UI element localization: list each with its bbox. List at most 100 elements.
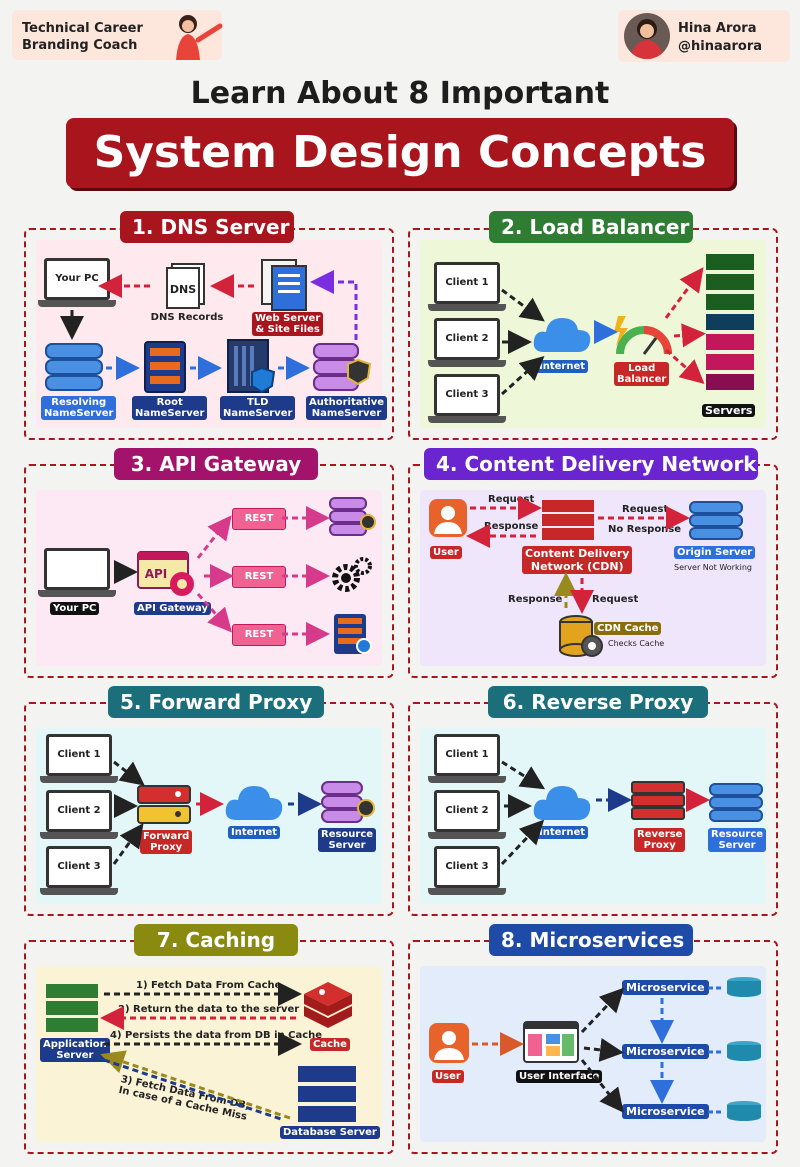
page-title: System Design Concepts <box>66 118 734 188</box>
authoritative-line2: NameServer <box>311 408 382 419</box>
rp-client3-label: Client 3 <box>434 846 500 888</box>
coach-line2: Branding Coach <box>22 38 138 53</box>
rest-box-1: REST <box>232 508 286 530</box>
cdn-request3-label: Request <box>592 594 639 605</box>
micro-user-tag: User <box>432 1070 464 1083</box>
fp-resource-line1: Resource <box>321 829 374 840</box>
resolving-line1: Resolving <box>51 397 107 408</box>
microservice-1: Microservice <box>622 980 709 995</box>
app-server-icon <box>46 984 98 1032</box>
servers-tag: Servers <box>702 404 756 417</box>
reverse-proxy-icon <box>631 781 685 820</box>
cdn-tag: Content Delivery Network (CDN) <box>522 546 633 574</box>
your-pc-label: Your PC <box>44 258 110 300</box>
redis-cache-icon <box>304 982 352 1028</box>
forward-proxy-tag: Forward Proxy <box>140 830 193 854</box>
lb-client3-label: Client 3 <box>434 374 500 416</box>
tld-line1: TLD <box>246 397 269 408</box>
author-name: Hina Arora <box>678 21 757 36</box>
fp-resource-server-icon <box>321 781 375 823</box>
forward-proxy-line1: Forward <box>143 831 190 842</box>
authoritative-server-icon <box>313 343 372 391</box>
rproxy-title: 6. Reverse Proxy <box>488 686 708 718</box>
fp-resource-tag: Resource Server <box>318 828 377 852</box>
coach-badge: Technical Career Branding Coach <box>12 10 223 60</box>
page-subtitle: Learn About 8 Important <box>190 76 610 111</box>
root-line2: NameServer <box>135 408 205 419</box>
forward-proxy-line2: Proxy <box>150 842 183 853</box>
user-interface-tag: User Interface <box>516 1070 603 1083</box>
dns-records-icon: DNS <box>166 263 205 309</box>
fproxy-title: 5. Forward Proxy <box>108 686 324 718</box>
api-title: 3. API Gateway <box>114 448 318 480</box>
author-avatar <box>624 13 670 59</box>
root-line1: Root <box>156 397 183 408</box>
lb-tag: Load Balancer <box>614 362 670 386</box>
lb-internet-cloud-icon <box>533 318 591 352</box>
db-cylinder-icon-1 <box>727 977 761 997</box>
api-your-pc-tag: Your PC <box>50 602 100 615</box>
app-server-tag: Application Server <box>40 1038 110 1062</box>
web-server-line2: & Site Files <box>255 324 320 335</box>
lb-internet-tag: Internet <box>536 360 589 373</box>
micro-title: 8. Microservices <box>489 924 693 956</box>
cdn-line2: Network (CDN) <box>530 560 624 573</box>
tld-tag: TLD NameServer <box>220 396 296 420</box>
api-gateway-icon: API <box>137 551 194 596</box>
database-tag: Database Server <box>280 1126 380 1139</box>
database-server-icon <box>298 1066 356 1122</box>
cdn-request1-label: Request <box>488 494 535 505</box>
user-interface-icon <box>523 1021 579 1063</box>
cdn-title: 4. Content Delivery Network <box>424 448 758 480</box>
cache-step4: 4) Persists the data from DB in Cache <box>110 1030 323 1041</box>
dns-icon-text: DNS <box>170 283 196 296</box>
rp-resource-line2: Server <box>718 840 756 851</box>
api-server-icon-1 <box>329 497 376 536</box>
fp-client2-label: Client 2 <box>46 790 112 832</box>
cdn-response2-label: Response <box>508 594 563 605</box>
origin-status-label: Server Not Working <box>674 563 752 572</box>
gears-icon <box>332 557 372 592</box>
authoritative-tag: Authoritative NameServer <box>306 396 388 420</box>
rp-resource-server-icon <box>709 783 763 822</box>
microservice-3: Microservice <box>622 1104 709 1119</box>
cache-tag: Cache <box>310 1038 350 1051</box>
cdn-line1: Content Delivery <box>525 547 630 560</box>
api-icon-text: API <box>145 567 168 581</box>
rp-client2-label: Client 2 <box>434 790 500 832</box>
root-server-icon <box>144 341 186 393</box>
resolving-tag: Resolving NameServer <box>41 396 117 420</box>
cdn-no-response-label: No Response <box>608 524 682 535</box>
cache-step2: 2) Return the data to the server <box>118 1004 300 1015</box>
rest-box-2: REST <box>232 566 286 588</box>
cdn-user-icon <box>429 499 467 537</box>
api-gateway-tag: API Gateway <box>134 602 211 615</box>
reverse-proxy-tag: Reverse Proxy <box>634 828 686 852</box>
resolving-line2: NameServer <box>44 408 114 419</box>
fp-internet-cloud-icon <box>225 786 283 820</box>
root-tag: Root NameServer <box>132 396 208 420</box>
dns-title: 1. DNS Server <box>120 211 294 243</box>
lb-title: 2. Load Balancer <box>489 211 693 243</box>
tld-server-icon <box>227 339 276 394</box>
coach-illustration <box>176 15 223 60</box>
tld-line2: NameServer <box>223 408 293 419</box>
cdn-request2-label: Request <box>622 504 669 515</box>
rp-resource-tag: Resource Server <box>708 828 767 852</box>
reverse-proxy-line1: Reverse <box>637 829 683 840</box>
rp-internet-tag: Internet <box>536 826 589 839</box>
origin-server-tag: Origin Server <box>674 546 756 559</box>
fp-client3-label: Client 3 <box>46 846 112 888</box>
app-server-line2: Server <box>56 1050 94 1061</box>
micro-user-icon <box>429 1023 469 1063</box>
app-server-line1: Application <box>43 1039 107 1050</box>
author-handle: @hinaarora <box>678 39 763 54</box>
checks-cache-label: Checks Cache <box>608 639 665 648</box>
rp-resource-line1: Resource <box>711 829 764 840</box>
lb-client2-label: Client 2 <box>434 318 500 360</box>
fp-internet-tag: Internet <box>228 826 281 839</box>
fp-resource-line2: Server <box>328 840 366 851</box>
cdn-user-tag: User <box>430 546 462 559</box>
lb-client1-label: Client 1 <box>434 262 500 304</box>
rp-client1-label: Client 1 <box>434 734 500 776</box>
